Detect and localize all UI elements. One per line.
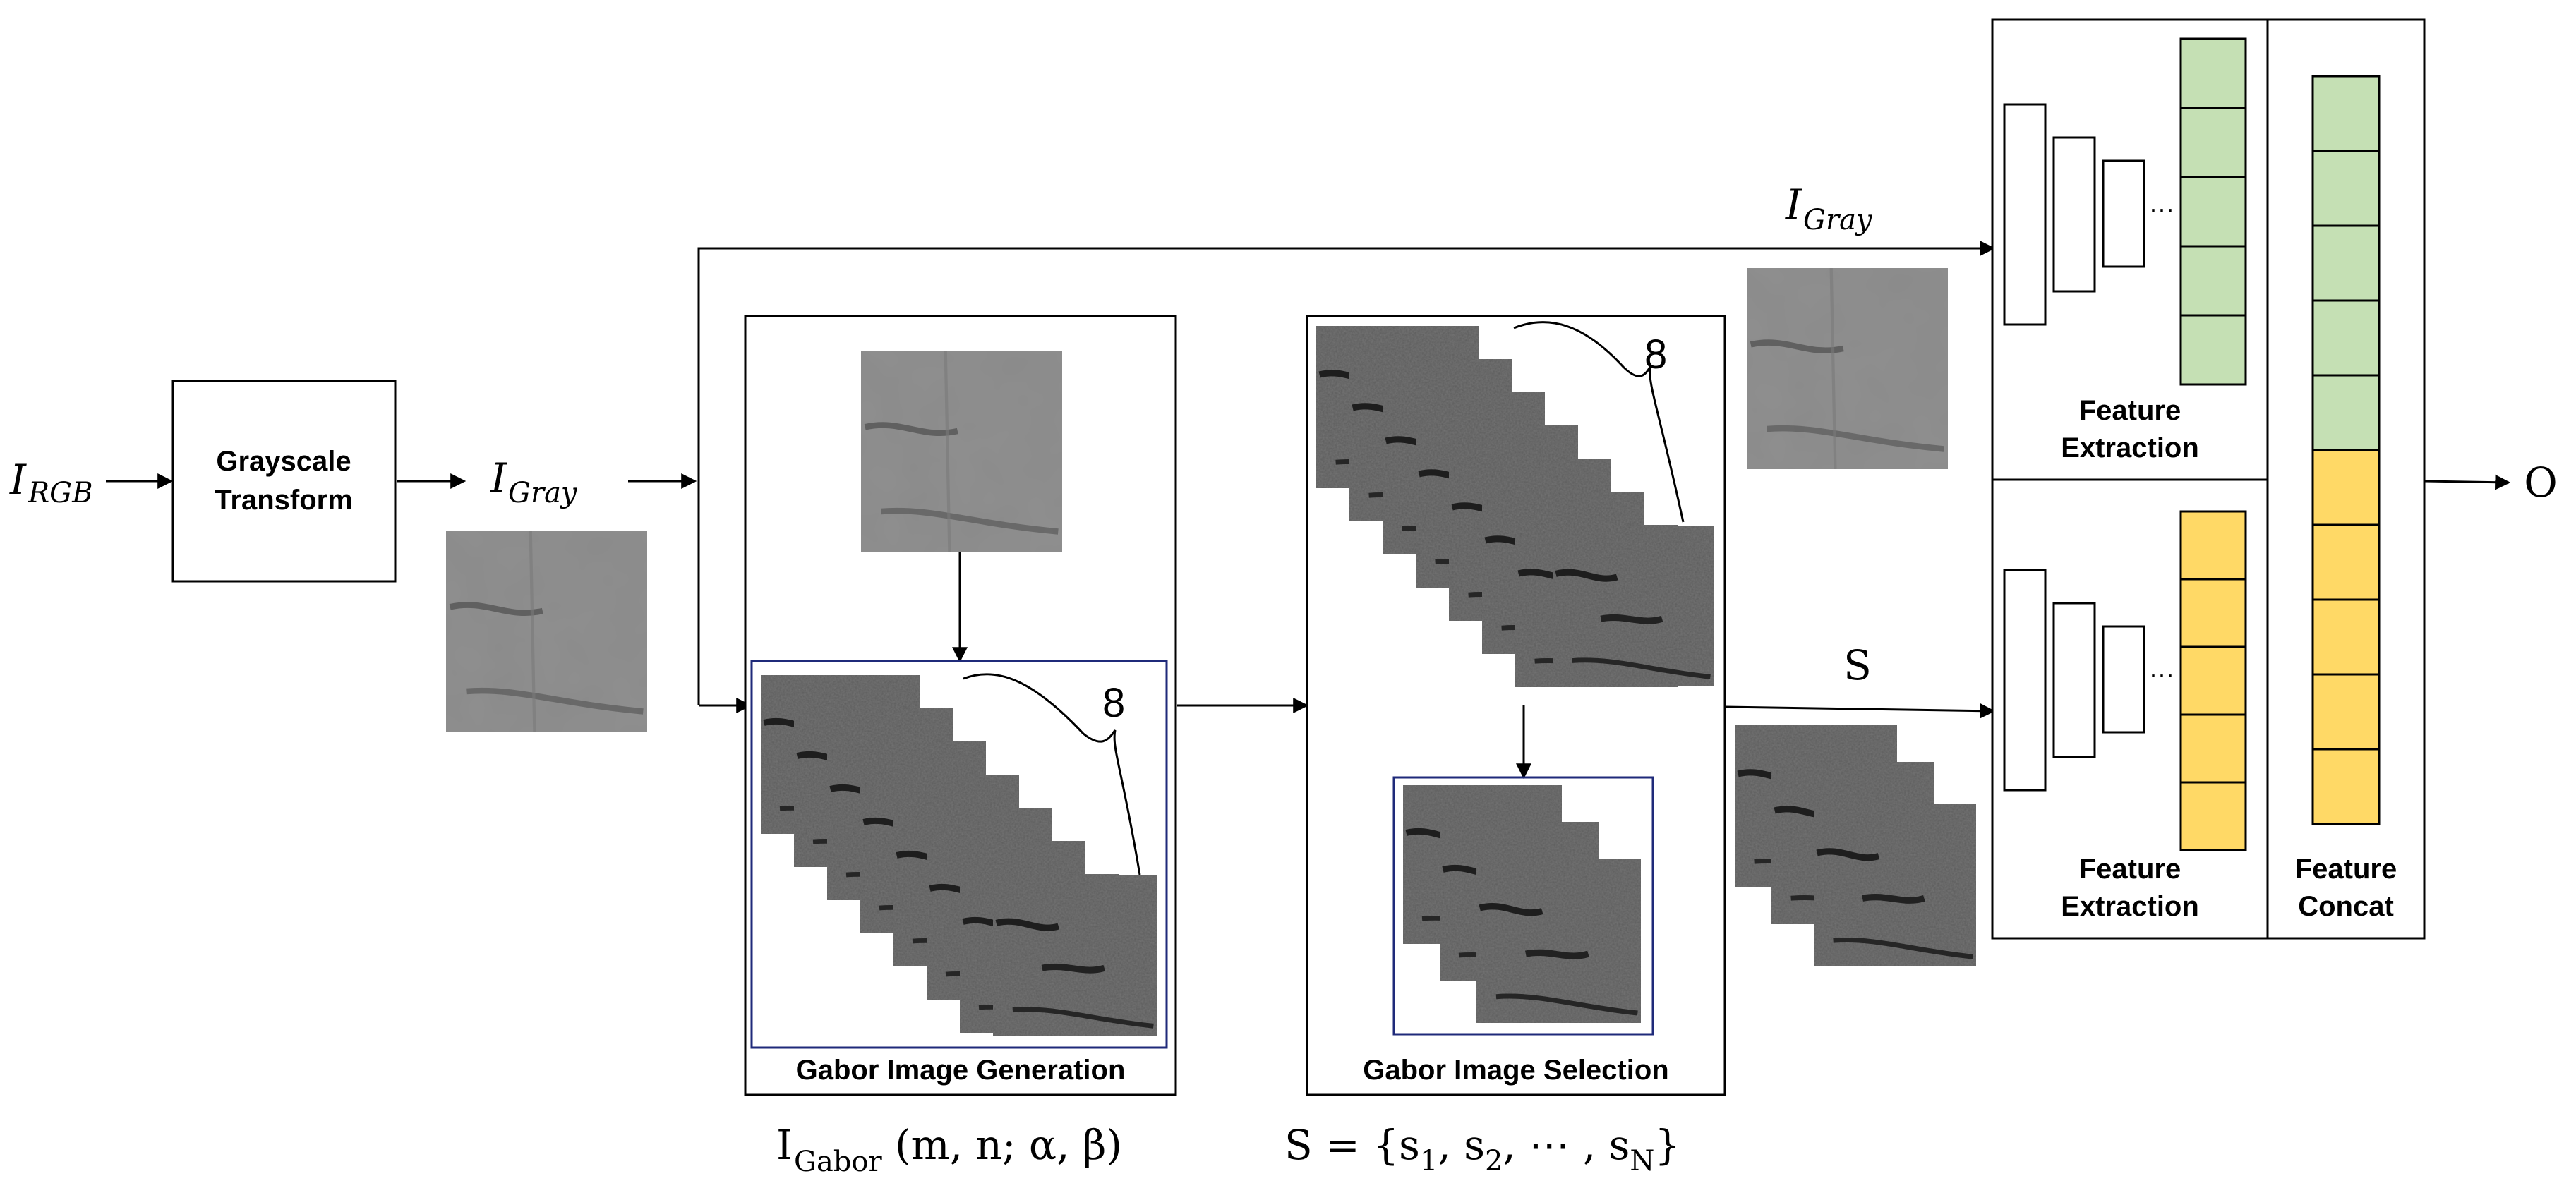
- selection-brace: [1513, 321, 1685, 523]
- arrow-to-output: [2424, 474, 2511, 490]
- top-feature-vector: [2179, 37, 2247, 386]
- formula-set-close: }: [1654, 1121, 1680, 1169]
- grayscale-label-line2: Transform: [215, 485, 353, 516]
- bottom-ellipsis: ···: [2149, 660, 2174, 689]
- gray-subscript: Gray: [508, 477, 578, 509]
- gray-image-thumbnail: [446, 531, 647, 732]
- concat-green-vector: [2311, 75, 2381, 451]
- formula-sn-sub: N: [1630, 1145, 1654, 1177]
- formula-gabor-args: (m, n; α, β): [895, 1121, 1122, 1169]
- top-layer-1: [2003, 103, 2047, 326]
- gray-symbol: I: [490, 454, 507, 502]
- gabor-generation-block: 8 Gabor Image Generation: [744, 315, 1177, 1096]
- generation-brace: [963, 673, 1141, 875]
- concat-label-line1: Feature: [2295, 854, 2397, 885]
- top-gray-path: [697, 241, 1996, 705]
- top-gray-label: I Gray: [1785, 181, 1873, 236]
- grayscale-label-line1: Grayscale: [216, 446, 351, 477]
- top-layer-2: [2052, 136, 2096, 293]
- arrow-selection-to-extraction: [1724, 703, 1996, 719]
- rgb-subscript: RGB: [28, 477, 92, 509]
- formula-s1-sub: 1: [1420, 1145, 1438, 1177]
- gray-image-label: I Gray: [490, 454, 578, 509]
- selection-count-label: 8: [1644, 332, 1667, 377]
- top-extraction-label-line2: Extraction: [2061, 432, 2199, 463]
- gabor-selection-block: 8 Gabor Image Selection: [1306, 315, 1726, 1096]
- top-ellipsis: ···: [2149, 194, 2174, 223]
- feature-extraction-bottom-block: ··· Feature Extraction: [1991, 478, 2269, 940]
- concat-label-line2: Concat: [2298, 891, 2394, 922]
- formula-gabor-sub: Gabor: [794, 1146, 882, 1178]
- gabor-generation-formula: I Gabor (m, n; α, β): [776, 1121, 1122, 1178]
- concat-yellow-vector: [2311, 449, 2381, 825]
- rgb-symbol: I: [9, 456, 27, 504]
- selection-stack-frame: [1392, 776, 1654, 1036]
- feature-extraction-top-block: ··· Feature Extraction: [1991, 18, 2269, 481]
- bottom-layer-3: [2102, 625, 2145, 734]
- formula-set-open: S = {s: [1284, 1121, 1420, 1169]
- top-extraction-label-line1: Feature: [2079, 395, 2181, 426]
- selected-images-thumbnail: [1735, 725, 1976, 966]
- bottom-layer-2: [2052, 602, 2096, 758]
- selection-set-formula: S = {s1, s2, ⋯ , sN}: [1284, 1121, 1680, 1177]
- bottom-extraction-label-line1: Feature: [2079, 854, 2181, 885]
- input-rgb-label: I RGB: [9, 456, 92, 509]
- output-symbol-label: O: [2524, 459, 2558, 507]
- svg-text:S = {s1, s2, ⋯ , sN}: S = {s1, s2, ⋯ , sN}: [1284, 1121, 1680, 1177]
- generation-stack-frame: [750, 660, 1168, 1049]
- top-layer-3: [2102, 159, 2145, 268]
- top-gray-subscript: Gray: [1803, 204, 1873, 236]
- bottom-extraction-label-line2: Extraction: [2061, 891, 2199, 922]
- top-gray-symbol: I: [1785, 181, 1802, 229]
- bottom-layer-1: [2003, 569, 2047, 792]
- feature-concat-block: Feature Concat: [2266, 18, 2426, 940]
- grayscale-transform-block: Grayscale Transform: [171, 380, 397, 583]
- formula-gabor-main: I: [776, 1121, 793, 1169]
- formula-s2-sub: 2: [1485, 1145, 1503, 1177]
- gabor-selection-label: Gabor Image Selection: [1363, 1055, 1668, 1086]
- top-gray-thumbnail: [1747, 268, 1948, 469]
- generation-input-thumbnail: [861, 351, 1062, 552]
- gabor-generation-label: Gabor Image Generation: [796, 1055, 1126, 1086]
- selection-symbol-label: S: [1843, 641, 1872, 689]
- formula-dots: , ⋯ , s: [1503, 1121, 1630, 1169]
- formula-s2-base: , s: [1438, 1121, 1485, 1169]
- generation-count-label: 8: [1102, 680, 1125, 726]
- bottom-feature-vector: [2179, 510, 2247, 851]
